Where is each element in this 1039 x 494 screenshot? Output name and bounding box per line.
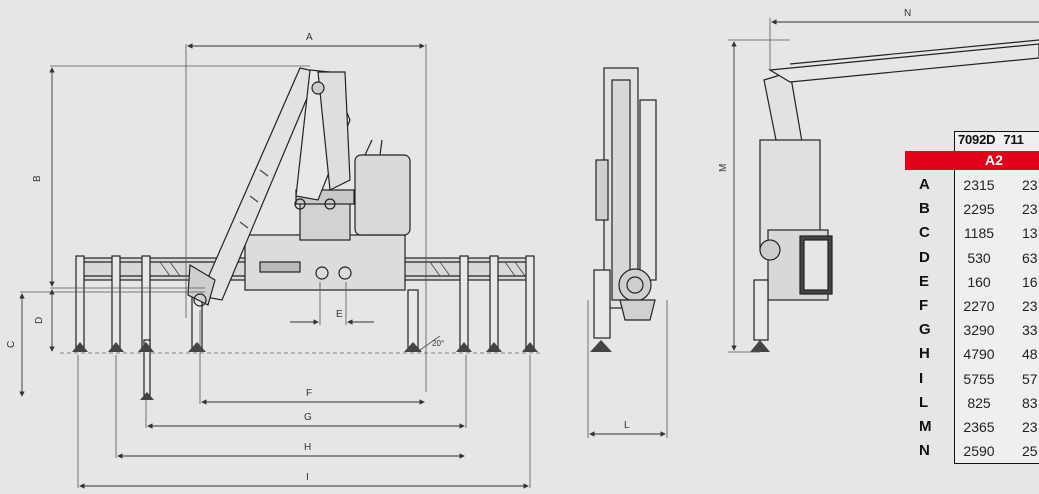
row-value-model-2: 23 — [1022, 177, 1038, 193]
dim-label-i: I — [306, 472, 309, 483]
front-view — [19, 43, 540, 489]
dim-label-g: G — [304, 412, 312, 423]
row-label: E — [919, 272, 930, 290]
row-label: F — [919, 297, 929, 314]
row-value-model-1: 1185 — [963, 225, 995, 242]
row-label: C — [919, 224, 930, 242]
row-value-model-2: 25 — [1022, 443, 1038, 460]
row-label: B — [919, 200, 930, 218]
row-label: A — [919, 176, 930, 193]
row-value-model-1: 2365 — [963, 419, 995, 435]
row-label: D — [919, 248, 930, 266]
table-header: 7092D 711 — [958, 132, 1032, 147]
dim-label-l: L — [624, 420, 630, 431]
row-label: M — [919, 418, 932, 435]
dim-label-h: H — [304, 442, 311, 453]
dim-label-m: M — [718, 164, 729, 172]
dim-label-f: F — [306, 388, 312, 399]
dim-label-n: N — [904, 8, 911, 19]
row-label: N — [919, 442, 930, 460]
row-value-model-2: 33 — [1022, 322, 1038, 339]
row-value-model-1: 2295 — [963, 201, 995, 218]
dim-label-c: C — [6, 341, 17, 348]
dim-label-e: E — [336, 309, 343, 320]
row-value-model-1: 5755 — [963, 370, 995, 387]
row-value-model-1: 2590 — [963, 443, 995, 460]
row-value-model-1: 2270 — [963, 298, 995, 314]
side-view — [587, 67, 668, 438]
dim-label-d: D — [34, 317, 45, 324]
dim-label-b: B — [32, 175, 43, 182]
row-value-model-1: 825 — [967, 394, 991, 411]
row-label: L — [919, 393, 929, 411]
row-value-model-1: 2315 — [963, 177, 995, 193]
version-label: A2 — [985, 152, 1003, 168]
row-value-model-1: 3290 — [963, 322, 995, 339]
row-label: I — [919, 369, 924, 387]
row-value-model-2: 23 — [1022, 298, 1038, 314]
model-col-2: 711 — [1003, 132, 1024, 147]
version-bar: A2 — [905, 151, 1039, 170]
angle-label: 20° — [432, 339, 444, 348]
row-value-model-2: 23 — [1022, 419, 1038, 435]
dim-label-a: A — [306, 32, 313, 43]
row-value-model-1: 530 — [967, 249, 991, 266]
row-value-model-2: 83 — [1022, 394, 1038, 411]
row-label: H — [919, 345, 930, 363]
row-value-model-2: 23 — [1022, 201, 1038, 218]
row-value-model-2: 48 — [1022, 346, 1038, 363]
table-border — [954, 131, 1039, 464]
row-value-model-1: 160 — [967, 273, 991, 290]
row-value-model-2: 13 — [1022, 225, 1038, 242]
model-col-1: 7092D — [958, 132, 996, 147]
row-value-model-2: 57 — [1022, 370, 1038, 387]
row-value-model-2: 63 — [1022, 249, 1038, 266]
row-value-model-1: 4790 — [963, 346, 995, 363]
retracted-view — [728, 18, 1039, 353]
row-value-model-2: 16 — [1022, 273, 1038, 290]
row-label: G — [919, 321, 931, 339]
